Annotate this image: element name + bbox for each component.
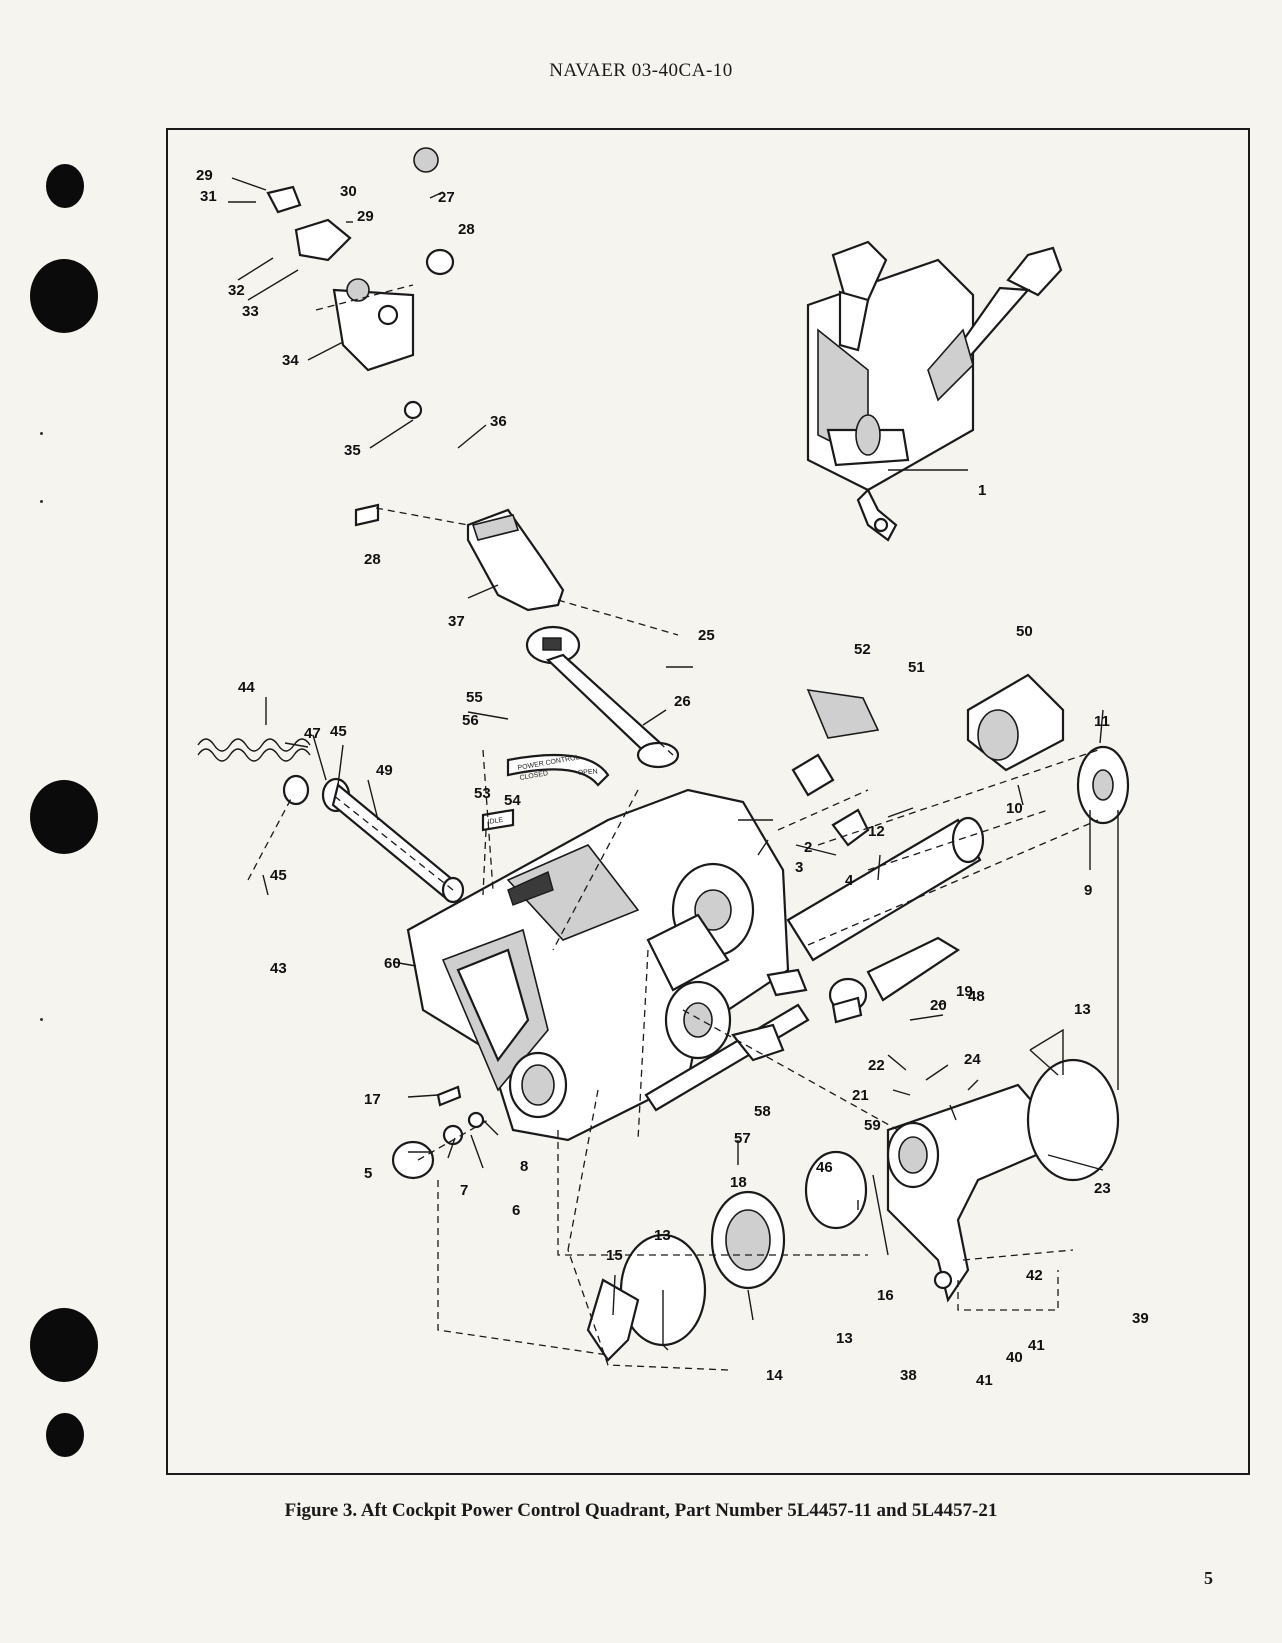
grip-knob-drawing (266, 147, 455, 420)
parts-drawing: POWER CONTROL CLOSED OPEN IDLE (197, 147, 1130, 1362)
callout-17: 17 (364, 1091, 381, 1108)
plate-open-text: OPEN (578, 768, 598, 777)
exploded-view-diagram: POWER CONTROL CLOSED OPEN IDLE (196, 147, 1149, 1389)
callout-4: 4 (845, 872, 854, 889)
plate-closed-text: CLOSED (519, 770, 549, 782)
callout-35: 35 (344, 442, 361, 459)
callout-30: 30 (340, 183, 357, 200)
binder-hole-2 (30, 259, 98, 333)
callout-41: 41 (1028, 1337, 1045, 1354)
callout-11: 11 (1094, 713, 1110, 730)
callout-13: 13 (1074, 1001, 1091, 1018)
callout-7: 7 (460, 1182, 468, 1199)
callout-56: 56 (462, 712, 479, 729)
callout-48: 48 (968, 988, 985, 1005)
callout-10: 10 (1006, 800, 1023, 817)
callout-33: 33 (242, 303, 259, 320)
callout-47: 47 (304, 725, 321, 742)
assembled-quadrant-drawing (806, 240, 1063, 542)
callout-24: 24 (964, 1051, 981, 1068)
callout-44: 44 (238, 679, 255, 696)
callout-25: 25 (698, 627, 715, 644)
margin-dot (40, 432, 43, 435)
callout-54: 54 (504, 792, 521, 809)
callout-18: 18 (730, 1174, 747, 1191)
callout-39: 39 (1132, 1310, 1149, 1327)
binder-hole-1 (46, 164, 84, 208)
callout-29: 29 (196, 167, 213, 184)
callout-2: 2 (804, 839, 812, 856)
callout-41-b: 41 (976, 1372, 993, 1389)
callout-5: 5 (364, 1165, 372, 1182)
figure-frame: POWER CONTROL CLOSED OPEN IDLE (166, 128, 1250, 1475)
control-lever-drawing (466, 508, 680, 769)
callout-59: 59 (864, 1117, 881, 1134)
callout-28: 28 (458, 221, 475, 238)
callout-numbers: 1 2 3 4 5 6 7 8 9 10 11 12 13 13 13 14 1… (196, 167, 1149, 1389)
callout-49: 49 (376, 762, 393, 779)
callout-43: 43 (270, 960, 287, 977)
callout-34: 34 (282, 352, 299, 369)
callout-1: 1 (978, 482, 986, 499)
callout-57: 57 (734, 1130, 751, 1147)
callout-12: 12 (868, 823, 885, 840)
callout-36: 36 (490, 413, 507, 430)
callout-27: 27 (438, 189, 455, 206)
callout-15: 15 (606, 1247, 623, 1264)
binder-hole-3 (30, 780, 98, 854)
lower-linkage-drawing (586, 936, 1120, 1362)
callout-26: 26 (674, 693, 691, 710)
callout-42: 42 (1026, 1267, 1043, 1284)
callout-40: 40 (1006, 1349, 1023, 1366)
callout-19: 19 (956, 983, 973, 1000)
margin-dot (40, 500, 43, 503)
callout-45-b: 45 (330, 723, 347, 740)
callout-23: 23 (1094, 1180, 1111, 1197)
binder-hole-5 (46, 1413, 84, 1457)
callout-21: 21 (852, 1087, 869, 1104)
document-id: NAVAER 03-40CA-10 (549, 60, 733, 81)
callout-60: 60 (384, 955, 401, 972)
callout-32: 32 (228, 282, 245, 299)
callout-leaders (228, 177, 1104, 1351)
callout-16: 16 (877, 1287, 894, 1304)
callout-13-c: 13 (836, 1330, 853, 1347)
spring-shaft-drawing (197, 738, 465, 904)
callout-28-b: 28 (364, 551, 381, 568)
callout-46: 46 (816, 1159, 833, 1176)
callout-3: 3 (795, 859, 803, 876)
callout-9: 9 (1084, 882, 1092, 899)
assembly-dashed-lines (247, 284, 1119, 1371)
plate-idle-text: IDLE (487, 817, 504, 826)
small-hardware-drawing: POWER CONTROL CLOSED OPEN IDLE (354, 503, 880, 1180)
margin-dot (40, 1018, 43, 1021)
callout-31: 31 (200, 188, 217, 205)
callout-50: 50 (1016, 623, 1033, 640)
callout-13-b: 13 (654, 1227, 671, 1244)
quadrant-housing-drawing (406, 788, 790, 1142)
callout-8: 8 (520, 1158, 528, 1175)
page-number: 5 (1204, 1568, 1213, 1588)
callout-51: 51 (908, 659, 925, 676)
callout-37: 37 (448, 613, 465, 630)
callout-6: 6 (512, 1202, 520, 1219)
binder-hole-4 (30, 1308, 98, 1382)
callout-53: 53 (474, 785, 491, 802)
callout-29-b: 29 (357, 208, 374, 225)
callout-55: 55 (466, 689, 483, 706)
callout-45: 45 (270, 867, 287, 884)
callout-20: 20 (930, 997, 947, 1014)
callout-14: 14 (766, 1367, 783, 1384)
figure-caption: Figure 3. Aft Cockpit Power Control Quad… (284, 1500, 998, 1521)
tube-connector-drawing (786, 673, 1130, 962)
callout-22: 22 (868, 1057, 885, 1074)
callout-52: 52 (854, 641, 871, 658)
callout-38: 38 (900, 1367, 917, 1384)
callout-58: 58 (754, 1103, 771, 1120)
